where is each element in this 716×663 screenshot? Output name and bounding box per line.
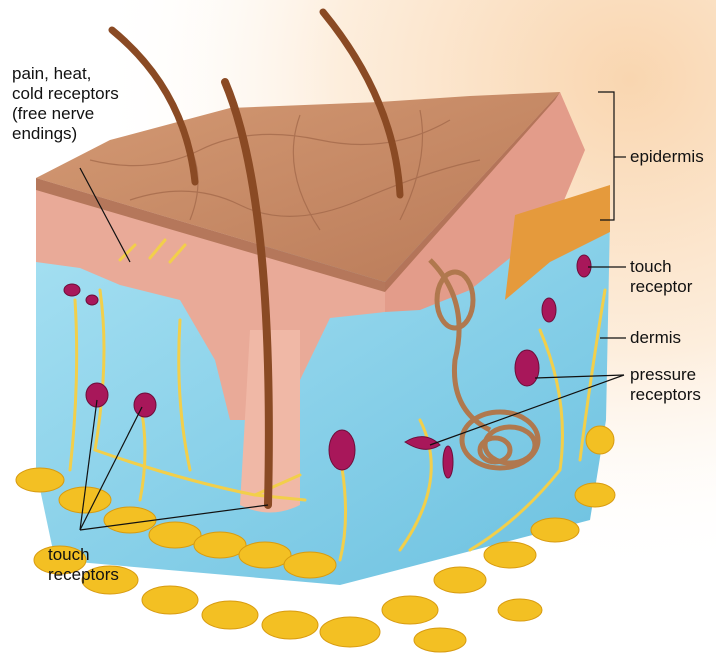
touch-receptors-label: touch receptors (48, 545, 119, 585)
epidermis-label: epidermis (630, 147, 704, 167)
touch-receptor-label: touch receptor (630, 257, 692, 297)
pressure-receptors-label: pressure receptors (630, 365, 701, 405)
pressure-receptor-bulb-3 (542, 298, 556, 322)
dermis-label: dermis (630, 328, 681, 348)
touch-receptor-bulb-3 (577, 255, 591, 277)
pressure-receptor-bulb-2 (515, 350, 539, 386)
touch-receptor-bulb-2 (134, 393, 156, 417)
free-nerve-endings-label: pain, heat, cold receptors (free nerve e… (12, 64, 119, 144)
pressure-receptor-bulb-1 (329, 430, 355, 470)
